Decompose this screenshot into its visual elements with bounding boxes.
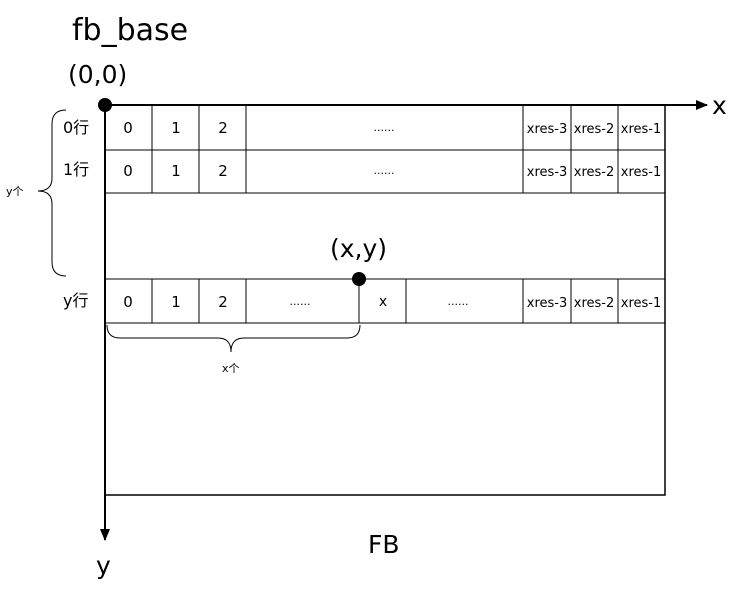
fb-label: FB [368,530,400,559]
origin-point [98,98,112,112]
row-0-cell-xres-1: xres-1 [621,122,662,137]
origin-label: (0,0) [68,60,128,89]
row-0-cell-xres-2: xres-2 [574,122,615,137]
x-count-label: x个 [222,362,240,375]
y-count-brace [37,109,67,277]
y-count-label: y个 [6,185,24,198]
xy-point [352,272,366,286]
row-1-cell-xres-1: xres-1 [621,165,662,180]
row-y-cell-ellipsis-1: ...... [290,295,311,308]
row-y-cells: 0 1 2 ...... x ...... xres-3 xres-2 xres… [123,293,661,311]
row-y-cell-ellipsis-2: ...... [448,295,469,308]
fb-base-label: fb_base [72,13,189,48]
x-count-brace [106,324,361,353]
row-y-cell-xres-3: xres-3 [527,296,568,311]
row-1-cell-ellipsis: ...... [374,164,395,177]
row-1-cell-2: 2 [218,162,228,180]
point-xy-label: (x,y) [330,234,388,263]
y-axis-label: y [96,551,111,580]
row-1-cell-xres-3: xres-3 [527,165,568,180]
row-1-label: 1行 [63,160,90,179]
row-0-cells: 0 1 2 ...... xres-3 xres-2 xres-1 [123,119,661,137]
row-0-cell-ellipsis: ...... [374,121,395,134]
row-1-cell-1: 1 [171,162,181,180]
row-y-label: y行 [63,291,89,310]
row-1-cell-xres-2: xres-2 [574,165,615,180]
row-y-cell-xres-1: xres-1 [621,296,662,311]
row-y-grid [105,278,665,324]
row-y-cell-0: 0 [123,293,133,311]
row-1-cell-0: 0 [123,162,133,180]
row-0-cell-xres-3: xres-3 [527,122,568,137]
row-0-cell-0: 0 [123,119,133,137]
row-0-label: 0行 [63,118,90,137]
row-0-cell-2: 2 [218,119,228,137]
row-y-cell-2: 2 [218,293,228,311]
row-y-cell-1: 1 [171,293,181,311]
row-0-cell-1: 1 [171,119,181,137]
row-y-cell-xres-2: xres-2 [574,296,615,311]
row-y-cell-x: x [379,294,387,310]
x-axis-label: x [712,91,727,120]
row-1-cells: 0 1 2 ...... xres-3 xres-2 xres-1 [123,162,661,180]
row-0-grid [105,105,665,194]
